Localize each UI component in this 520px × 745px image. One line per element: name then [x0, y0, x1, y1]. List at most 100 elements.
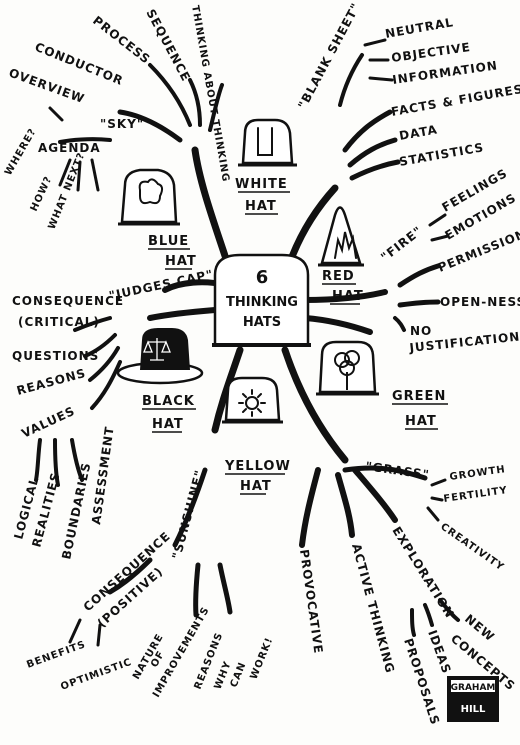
blue-hat-label-2: HAT: [165, 254, 197, 269]
branch-white-sheet: [338, 53, 364, 107]
branch-center-blue: [191, 146, 232, 269]
green-fertility: FERTILITY: [443, 485, 509, 505]
branch-blue-sequence: [188, 78, 202, 127]
green-hat-icon: [316, 340, 379, 396]
white-hat-icon: [238, 118, 297, 167]
red-no: NO: [410, 324, 432, 338]
branch-green-fertility: [430, 496, 444, 502]
red-hat-label-2: HAT: [332, 289, 364, 304]
white-neutral: NEUTRAL: [384, 15, 455, 41]
blue-what-next: WHAT NEXT?: [47, 151, 88, 231]
branch-white-facts: [342, 109, 393, 153]
branch-blue-where: [58, 158, 72, 187]
black-boundaries: BOUNDARIES: [59, 461, 93, 561]
branch-blue-process: [148, 63, 192, 127]
red-hat-label-1: RED: [322, 269, 355, 284]
branch-white-neutral: [363, 38, 387, 47]
black-hat-label-2: HAT: [152, 417, 184, 432]
green-active-thinking: ACTIVE THINKING: [349, 542, 397, 675]
green-tag: "GRASS": [365, 459, 431, 482]
black-reasons: REASONS: [15, 366, 87, 398]
blue-overview: OVERVIEW: [7, 66, 87, 106]
branch-center-red: [302, 289, 388, 303]
branch-black-questions: [83, 333, 117, 358]
branch-red-no: [393, 316, 406, 332]
branch-blue-thinking: [208, 83, 224, 132]
blue-process: PROCESS: [90, 13, 153, 67]
center-line1: THINKING: [226, 295, 298, 310]
branch-green-exploration: [352, 467, 398, 523]
branch-center-yellow: [211, 346, 244, 434]
green-growth: GROWTH: [449, 464, 507, 483]
black-critical: (CRITICAL): [18, 315, 100, 329]
branch-center-black: [147, 307, 218, 321]
branch-black-boundaries: [70, 438, 84, 482]
branch-black-realities: [53, 438, 60, 487]
center-hat: 6 THINKING HATS: [212, 253, 311, 347]
black-assessment: ASSESSMENT: [89, 425, 117, 525]
black-hat-label-1: BLACK: [142, 394, 195, 409]
white-hat-label-2: HAT: [245, 199, 277, 214]
branch-yellow-reasons: [217, 562, 233, 615]
branch-center-green-lower: [281, 346, 349, 464]
branch-yellow-benefits: [68, 618, 82, 644]
blue-how: HOW?: [29, 174, 55, 213]
white-objective: OBJECTIVE: [390, 40, 471, 65]
black-hat-icon: [116, 328, 204, 385]
branch-yellow-optimistic: [96, 623, 102, 647]
branch-black-reasons: [88, 346, 120, 382]
yellow-optimistic: OPTIMISTIC: [59, 657, 133, 693]
branch-blue-next: [90, 158, 100, 192]
branch-black-values: [90, 360, 122, 410]
yellow-hat-label-1: YELLOW: [224, 459, 291, 474]
green-provocative: PROVOCATIVE: [297, 548, 326, 654]
branch-black-logical: [34, 438, 42, 482]
blue-hat-label-1: BLUE: [148, 234, 189, 249]
branch-green-ideas: [423, 603, 434, 627]
signature-line2: HILL: [461, 704, 486, 715]
branch-red-permission: [397, 263, 441, 288]
white-data: DATA: [398, 122, 439, 143]
blue-hat-icon: [118, 168, 180, 226]
center-hat-shape: [213, 253, 310, 347]
branch-blue-overview: [48, 106, 64, 122]
green-ideas: IDEAS: [425, 628, 454, 676]
branch-center-white: [286, 184, 339, 266]
blue-sequence: SEQUENCE: [143, 7, 193, 84]
branch-red-emotions: [430, 234, 450, 242]
black-consequence: CONSEQUENCE: [12, 294, 124, 308]
branch-white-data: [347, 137, 398, 168]
white-tag: "BLANK SHEET": [295, 0, 363, 111]
branch-blue-sky: [117, 109, 183, 143]
red-openness: OPEN-NESS: [440, 295, 520, 309]
branch-black-critical: [73, 316, 112, 332]
red-tag: "FIRE": [378, 223, 425, 264]
branch-center-green: [302, 315, 373, 335]
branch-green-proposals: [410, 608, 416, 637]
blue-where: WHERE?: [3, 126, 39, 177]
white-hat-label-1: WHITE: [235, 177, 288, 192]
green-creativity: CREATIVITY: [438, 521, 506, 573]
branch-yellow-sunshine: [172, 467, 208, 548]
branch-yellow-nature: [193, 562, 201, 618]
blue-agenda: AGENDA: [38, 141, 101, 155]
branch-green-creativity: [426, 506, 440, 522]
branch-white-information: [368, 76, 394, 82]
yellow-hat-label-2: HAT: [240, 479, 272, 494]
blue-tag: "SKY": [100, 117, 144, 131]
branch-green-provocative: [299, 467, 321, 548]
branches: [34, 38, 460, 647]
signature-stamp: GRAHAM HILL: [447, 676, 499, 722]
yellow-work: WORK!: [249, 636, 276, 681]
green-exploration: EXPLORATION: [389, 524, 457, 621]
green-hat-label-1: GREEN: [392, 389, 446, 404]
branch-yellow-consequence: [107, 557, 153, 595]
black-questions: QUESTIONS: [12, 349, 99, 363]
branch-green-new: [438, 598, 460, 622]
center-number: 6: [256, 267, 269, 288]
branch-blue-agenda: [58, 137, 112, 144]
signature-line1: GRAHAM: [451, 683, 496, 693]
center-line2: HATS: [243, 315, 281, 330]
branch-blue-how: [76, 160, 82, 192]
